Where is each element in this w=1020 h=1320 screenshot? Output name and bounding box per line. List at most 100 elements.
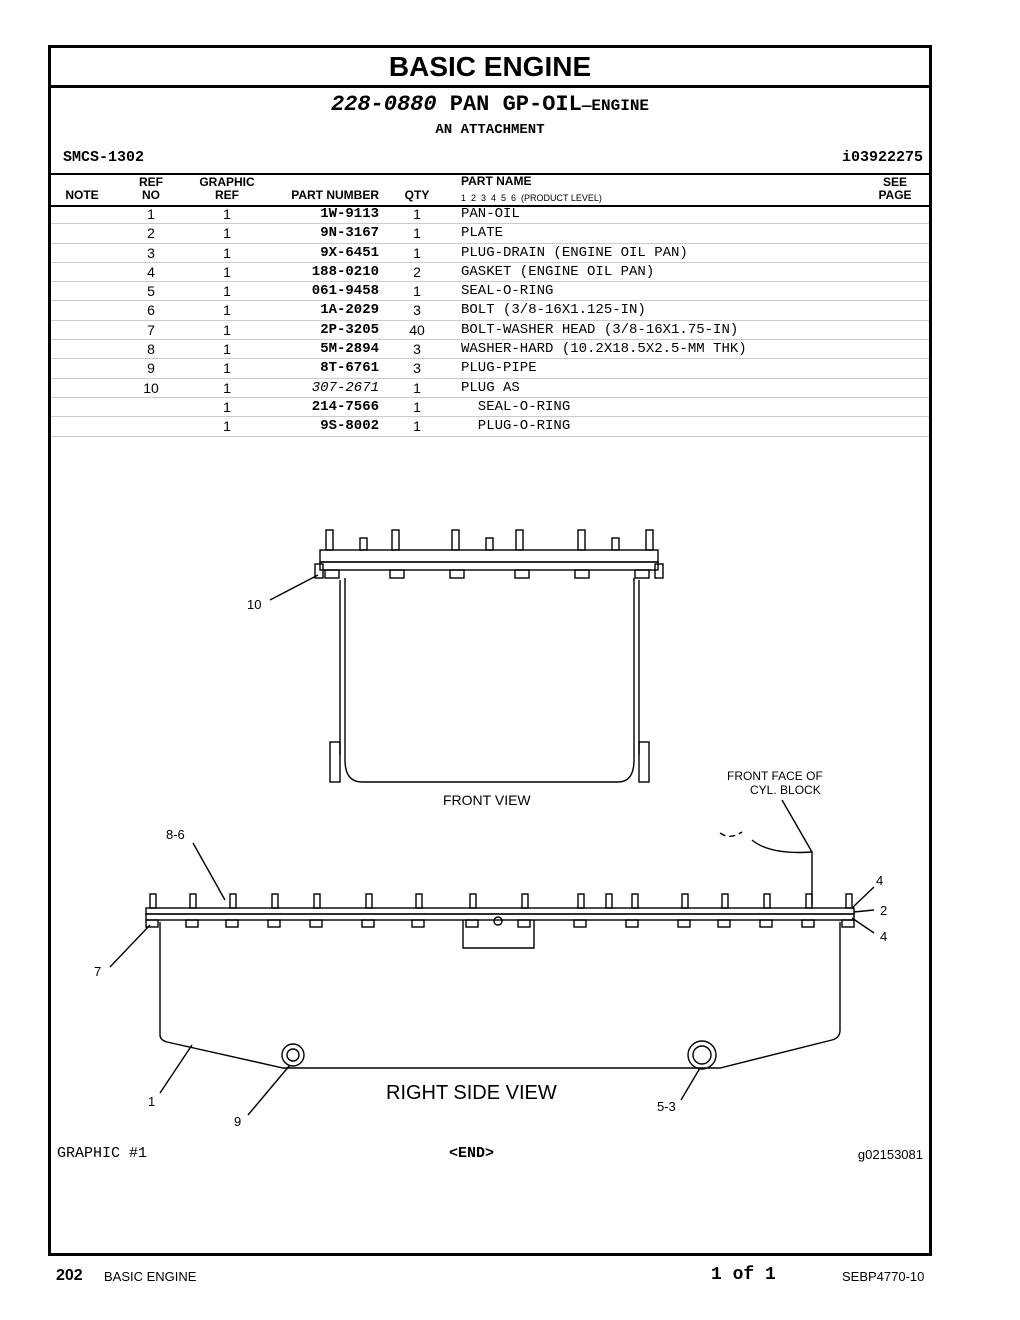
stud <box>721 893 729 909</box>
bolt-head <box>309 919 323 928</box>
ref-no-cell: 1 <box>147 206 155 222</box>
qty-cell: 1 <box>413 379 421 396</box>
header-note: NOTE <box>65 188 99 202</box>
callout-4-top: 4 <box>876 873 883 888</box>
bolt-head <box>801 919 815 928</box>
qty-cell: 1 <box>413 418 421 435</box>
bolt-head <box>573 919 587 928</box>
ref-no-cell: 6 <box>147 302 155 319</box>
stud <box>365 893 373 909</box>
page-frame: BASIC ENGINE 228-0880 PAN GP-OIL—ENGINE … <box>48 45 932 1256</box>
graphic-ref-cell: 1 <box>223 360 231 377</box>
stud <box>577 893 585 909</box>
qty-cell: 1 <box>413 244 421 261</box>
callout-5-3: 5-3 <box>657 1099 676 1114</box>
stud <box>469 893 477 909</box>
callout-9: 9 <box>234 1114 241 1129</box>
graphic-ref-cell: 1 <box>223 283 231 300</box>
graphic-ref-cell: 1 <box>223 418 231 435</box>
ref-no-cell: 9 <box>147 360 155 377</box>
stud <box>229 893 237 909</box>
qty-cell: 40 <box>409 321 425 338</box>
bolt-head <box>145 919 159 928</box>
stud <box>149 893 157 909</box>
stud <box>805 893 813 909</box>
callout-1: 1 <box>148 1094 155 1109</box>
group-suffix: —ENGINE <box>581 97 650 115</box>
ref-no-cell: 3 <box>147 244 155 261</box>
table-header: NOTE REF NO GRAPHIC REF PART NUMBER QTY … <box>51 173 929 207</box>
stud <box>763 893 771 909</box>
callout-4-bottom: 4 <box>880 929 887 944</box>
header-qty: QTY <box>404 188 430 202</box>
part-number-cell: 1W-9113 <box>320 206 379 222</box>
table-row: 4 1 188-0210 2 GASKET (ENGINE OIL PAN) <box>51 263 929 283</box>
front-view-label: FRONT VIEW <box>443 792 531 808</box>
ref-no-cell: 2 <box>147 225 155 242</box>
ref-no-cell: 4 <box>147 263 155 280</box>
part-name-cell: PLUG-DRAIN (ENGINE OIL PAN) <box>461 244 688 261</box>
part-name-cell: GASKET (ENGINE OIL PAN) <box>461 263 655 280</box>
stud <box>189 893 197 909</box>
bolt-head <box>677 919 691 928</box>
bolt-head <box>717 919 731 928</box>
ref-no-cell: 10 <box>143 379 159 396</box>
stud <box>271 893 279 909</box>
part-number-cell: 5M-2894 <box>320 341 379 358</box>
part-number-cell: 307-2671 <box>311 379 379 396</box>
graphic-ref-cell: 1 <box>223 341 231 358</box>
header-graphic-ref: GRAPHIC REF <box>199 175 255 202</box>
callout-7: 7 <box>94 964 101 979</box>
ref-no-cell: 5 <box>147 283 155 300</box>
bolt-head <box>625 919 639 928</box>
group-subtitle: AN ATTACHMENT <box>435 122 545 138</box>
part-number-cell: 8T-6761 <box>320 360 379 377</box>
part-name-cell: BOLT-WASHER HEAD (3/8-16X1.75-IN) <box>461 321 739 338</box>
bolt-head <box>759 919 773 928</box>
qty-cell: 2 <box>413 263 421 280</box>
part-name-cell: PLUG-PIPE <box>461 360 537 377</box>
smcs-code: SMCS-1302 <box>63 149 145 166</box>
end-label: <END> <box>449 1145 495 1162</box>
graphic-ref-cell: 1 <box>223 263 231 280</box>
stud <box>415 893 423 909</box>
bolt-head <box>841 919 855 928</box>
graphic-ref-cell: 1 <box>223 398 231 415</box>
stud <box>845 893 853 909</box>
part-name-cell: SEAL-O-RING <box>461 398 571 415</box>
graphic-ref-cell: 1 <box>223 225 231 242</box>
header-see-page: SEE PAGE <box>878 175 912 202</box>
table-row: 1 214-7566 1 SEAL-O-RING <box>51 398 929 418</box>
part-number-cell: 188-0210 <box>311 263 379 280</box>
part-number-cell: 9N-3167 <box>320 225 379 242</box>
qty-cell: 1 <box>413 398 421 415</box>
qty-cell: 3 <box>413 341 421 358</box>
bolt-head <box>411 919 425 928</box>
part-number-cell: 214-7566 <box>311 398 379 415</box>
footer-page-of: 1 of 1 <box>711 1265 776 1285</box>
qty-cell: 1 <box>413 225 421 242</box>
callout-labels: 10 8-6 7 1 9 5-3 4 2 4 FRONT FACE OF CYL… <box>94 597 887 1129</box>
part-number-cell: 2P-3205 <box>320 321 379 338</box>
part-number-cell: 061-9458 <box>311 283 379 300</box>
callout-2: 2 <box>880 903 887 918</box>
stud <box>313 893 321 909</box>
header-product-levels: 1 2 3 4 5 6 (PRODUCT LEVEL) <box>461 193 602 203</box>
ref-no-cell: 8 <box>147 341 155 358</box>
ref-no-cell: 7 <box>147 321 155 338</box>
bolt-head <box>185 919 199 928</box>
front-view-drawing <box>314 529 664 783</box>
part-name-cell: PLATE <box>461 225 504 242</box>
graphic-label: GRAPHIC #1 <box>57 1145 148 1162</box>
ieid-code: i03922275 <box>841 149 923 166</box>
footer-page-number: 202 <box>56 1267 83 1284</box>
bolt-head <box>517 919 531 928</box>
group-title: 228-0880 PAN GP-OIL—ENGINE <box>51 92 929 117</box>
qty-cell: 3 <box>413 360 421 377</box>
